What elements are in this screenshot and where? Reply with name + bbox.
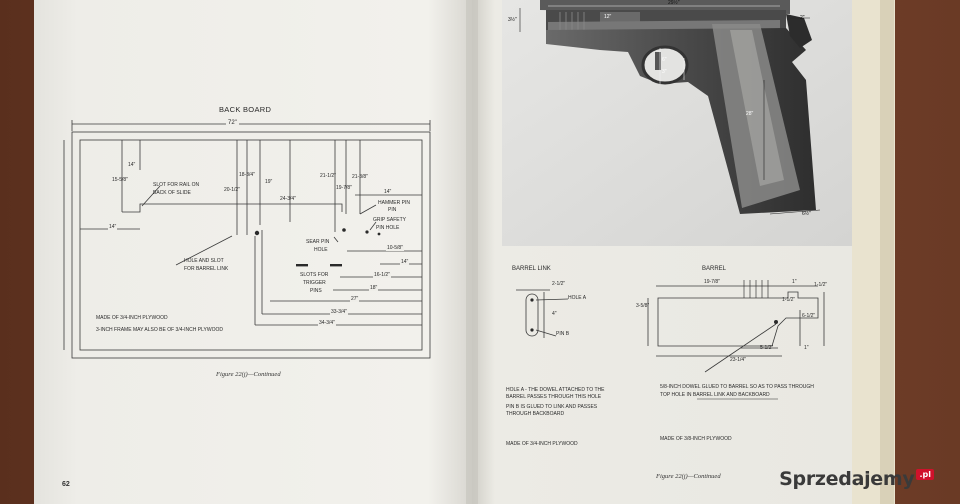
- photo-label: 29½": [668, 0, 680, 6]
- photo-label: 6": [662, 57, 667, 63]
- photo-label: 12": [604, 14, 612, 20]
- photo-label: 3": [662, 69, 667, 75]
- material-note: MADE OF 3/4-INCH PLYWOOD: [506, 441, 578, 447]
- dim-label: 21-3/8": [352, 174, 368, 180]
- dim-label: 16-1/2": [373, 272, 391, 278]
- note-label: SEAR PIN: [306, 239, 330, 245]
- note-label: FOR BARREL LINK: [184, 266, 229, 272]
- page-number: 62: [62, 481, 70, 488]
- dim-label: 3-5/8": [636, 303, 650, 309]
- dim-label: 23-1/4": [730, 357, 746, 363]
- pistol-silhouette: [540, 0, 816, 214]
- note-label: BACK OF SLIDE: [153, 190, 191, 196]
- note-label: HOLE AND SLOT: [184, 258, 224, 264]
- barrel-link-title: BARREL LINK: [512, 266, 551, 272]
- dim-label: 1": [804, 345, 809, 351]
- dim-label: 34-3/4": [318, 320, 336, 326]
- dim-label: 6-1/2": [802, 313, 816, 319]
- watermark-logo: Sprzedajemy .pl: [779, 468, 934, 490]
- dim-label: 10-5/8": [386, 245, 404, 251]
- barrel-drawing: [647, 285, 825, 373]
- dim-label: 18": [369, 285, 379, 291]
- photo-label: 28": [746, 111, 754, 117]
- note-label: HAMMER PIN: [378, 200, 410, 206]
- watermark-text: Sprzedajemy: [779, 468, 915, 490]
- note-text: HOLE A - THE DOWEL ATTACHED TO THE: [506, 387, 605, 393]
- dim-label: 19-7/8": [336, 185, 352, 191]
- note-text: THROUGH BACKBOARD: [506, 411, 565, 417]
- dim-label: 15-5/8": [112, 177, 128, 183]
- note-text: PIN B IS GLUED TO LINK AND PASSES: [506, 404, 598, 410]
- note-text: 5/8-INCH DOWEL GLUED TO BARREL SO AS TO …: [660, 384, 814, 390]
- dim-label: 2-1/2": [552, 281, 566, 287]
- note-label: SLOTS FOR: [300, 272, 329, 278]
- note-text: TOP HOLE IN BARREL LINK AND BACKBOARD: [660, 392, 770, 398]
- dim-label: 5-1/2": [760, 345, 774, 351]
- dim-label: 1-1/2": [814, 282, 828, 288]
- dim-label: 14": [128, 162, 136, 168]
- note-text: BARREL PASSES THROUGH THIS HOLE: [506, 394, 602, 400]
- note-label: PINS: [310, 288, 322, 294]
- note-label: PIN B: [556, 331, 570, 337]
- barrel-title: BARREL: [702, 266, 727, 272]
- dim-label: 20-1/2": [224, 187, 240, 193]
- note-label: SLOT FOR RAIL ON: [153, 182, 200, 188]
- note-label: PIN HOLE: [376, 225, 400, 231]
- material-note: MADE OF 3/8-INCH PLYWOOD: [660, 436, 732, 442]
- material-note: MADE OF 3/4-INCH PLYWOOD: [96, 315, 168, 321]
- dim-label: 18-3/4": [239, 172, 255, 178]
- dim-label: 14": [108, 224, 118, 230]
- photo-label: 3½": [508, 17, 517, 23]
- back-board-title: BACK BOARD: [219, 105, 272, 114]
- dim-label: 14": [400, 259, 410, 265]
- dim-label: 1": [792, 279, 797, 285]
- photo-label: 2": [800, 15, 805, 21]
- figure-caption: Figure 22(j)—Continued: [216, 371, 281, 378]
- width-label: 72": [226, 120, 239, 126]
- back-board-drawing: [63, 120, 431, 359]
- watermark-badge: .pl: [916, 468, 934, 480]
- frame-note: 3-INCH FRAME MAY ALSO BE OF 3/4-INCH PLY…: [96, 327, 223, 333]
- note-label: PIN: [388, 207, 397, 213]
- dim-label: 14": [384, 189, 392, 195]
- note-label: HOLE A: [568, 295, 587, 301]
- dim-label: 19": [265, 179, 273, 185]
- dim-label: 4": [552, 311, 557, 317]
- barrel-link-drawing: [516, 289, 569, 338]
- figure-caption: Figure 22(j)—Continued: [656, 473, 721, 480]
- left-page: [34, 0, 472, 504]
- note-label: TRIGGER: [303, 280, 326, 286]
- dim-label: 33-3/4": [330, 309, 348, 315]
- dim-label: 27": [350, 296, 360, 302]
- photo-label: 6½": [802, 211, 811, 217]
- holes: [254, 228, 381, 267]
- dim-label: 21-1/2": [320, 173, 336, 179]
- dim-label: 19-7/8": [704, 279, 720, 285]
- dim-label: 24-3/4": [280, 196, 296, 202]
- dim-label: 1-1/2": [782, 297, 796, 303]
- note-label: HOLE: [314, 247, 328, 253]
- note-label: GRIP SAFETY: [373, 217, 406, 223]
